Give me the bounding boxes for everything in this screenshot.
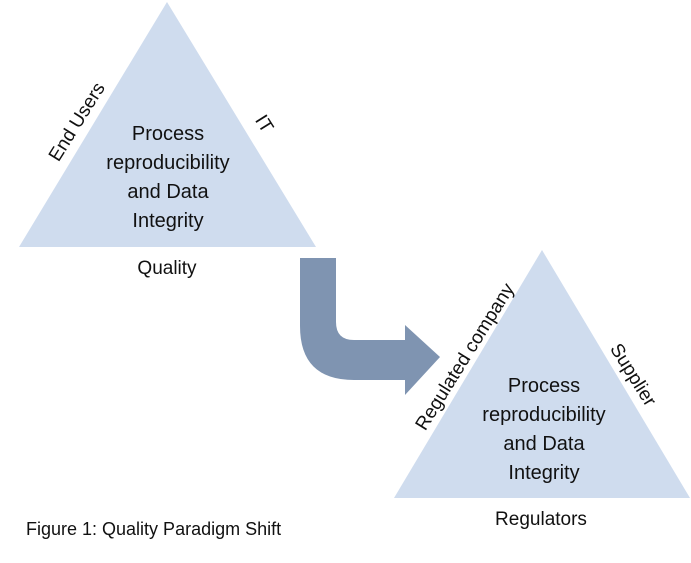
shift-arrow <box>300 258 440 395</box>
figure-caption: Figure 1: Quality Paradigm Shift <box>26 519 281 539</box>
after-base-label: Regulators <box>495 509 587 530</box>
before-center-line-4: Integrity <box>132 210 203 232</box>
after-center-line-1: Process <box>508 375 580 397</box>
after-center-line-3: and Data <box>503 433 585 455</box>
before-base-label: Quality <box>137 258 197 279</box>
before-center-line-3: and Data <box>127 181 209 203</box>
before-center-line-2: reproducibility <box>106 152 229 174</box>
before-center-line-1: Process <box>132 123 204 145</box>
before-triangle <box>19 2 316 247</box>
before-right-side-label: IT <box>250 111 277 137</box>
after-center-line-4: Integrity <box>508 462 579 484</box>
after-triangle <box>394 250 690 498</box>
after-center-line-2: reproducibility <box>482 404 605 426</box>
